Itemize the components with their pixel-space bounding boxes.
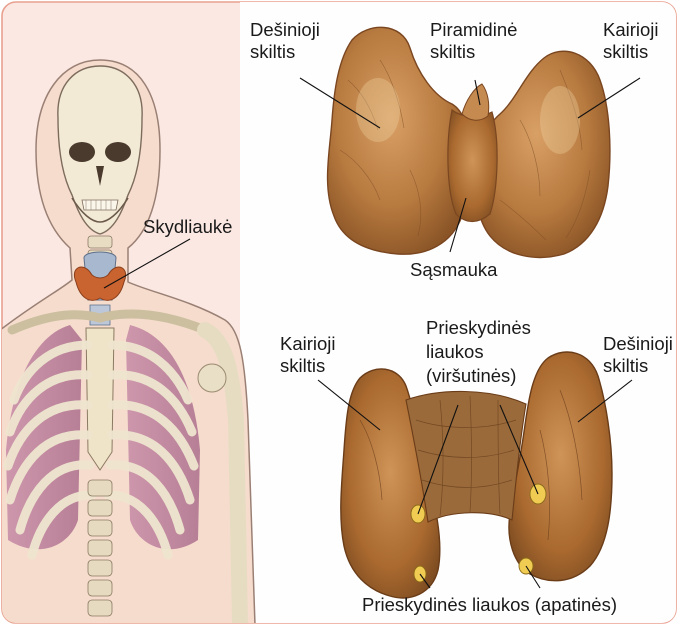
front-isthmus-shape — [448, 110, 497, 222]
label-back-parathyroid-lower: Prieskydinės liaukos (apatinės) — [362, 594, 617, 615]
label-body-thyroid: Skydliaukė — [143, 216, 232, 237]
label-front-isthmus: Sąsmauka — [410, 259, 498, 280]
